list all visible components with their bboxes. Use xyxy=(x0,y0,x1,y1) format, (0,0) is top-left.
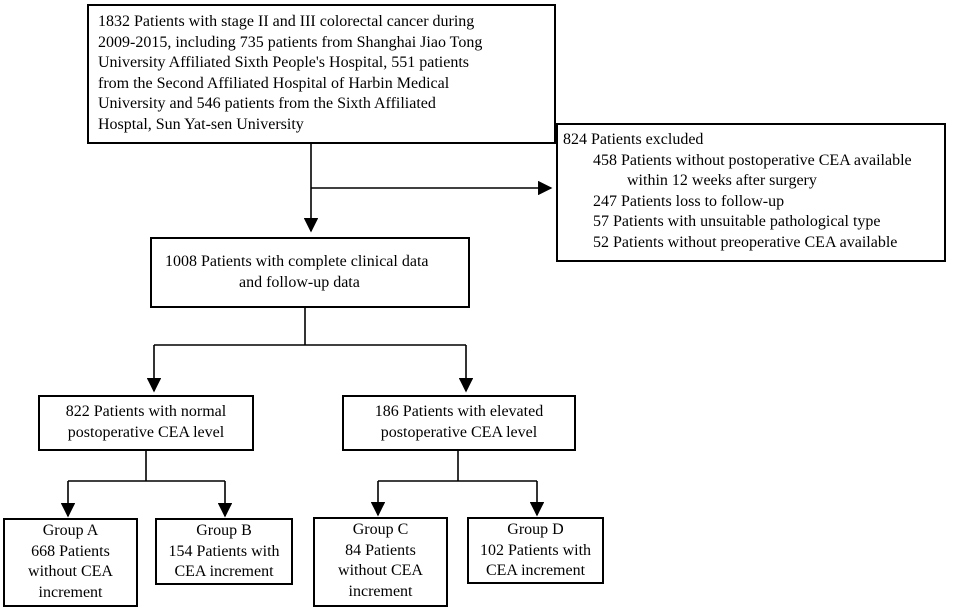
group-d-box xyxy=(467,517,604,584)
group-b-line: Group B xyxy=(196,522,252,539)
excluded-title: 824 Patients excluded xyxy=(563,131,704,148)
elevated-cea-text: 186 Patients with elevated postoperative… xyxy=(342,402,576,443)
complete-line: and follow-up data xyxy=(239,273,360,291)
source-line: University and 546 patients from the Six… xyxy=(98,95,436,112)
group-a-line: 668 Patients xyxy=(31,542,110,560)
group-a-text: Group A 668 Patients without CEA increme… xyxy=(3,521,138,603)
group-d-line: Group D xyxy=(507,521,564,538)
source-cohort-box xyxy=(87,4,556,144)
group-a-line: increment xyxy=(38,583,103,601)
group-d-line: 102 Patients with xyxy=(479,541,592,559)
excluded-item: within 12 weeks after surgery xyxy=(627,172,817,189)
group-b-text: Group B 154 Patients with CEA increment xyxy=(155,521,293,583)
group-b-line: CEA increment xyxy=(174,563,274,580)
normal-line: 822 Patients with normal xyxy=(65,403,227,420)
group-c-line: 84 Patients xyxy=(345,541,416,559)
group-c-box xyxy=(313,517,448,607)
elevated-line: postoperative CEA level xyxy=(380,423,538,441)
elevated-line: 186 Patients with elevated xyxy=(374,403,544,420)
group-c-line: Group C xyxy=(352,521,409,538)
group-c-text: Group C 84 Patients without CEA incremen… xyxy=(313,520,448,602)
excluded-item: 52 Patients without preoperative CEA ava… xyxy=(593,233,898,251)
group-d-line: CEA increment xyxy=(485,562,586,579)
normal-line: postoperative CEA level xyxy=(67,423,225,441)
excluded-box xyxy=(556,123,946,262)
source-line: from the Second Affiliated Hospital of H… xyxy=(98,74,450,92)
group-a-line: Group A xyxy=(42,522,99,539)
source-line: University Affiliated Sixth People's Hos… xyxy=(98,54,469,71)
complete-data-text: 1008 Patients with complete clinical dat… xyxy=(150,252,470,293)
excluded-item: 247 Patients loss to follow-up xyxy=(593,192,785,210)
source-line: 1832 Patients with stage II and III colo… xyxy=(98,13,475,30)
source-line: Hosptal, Sun Yat-sen University xyxy=(98,115,304,133)
excluded-text: 824 Patients excluded 458 Patients witho… xyxy=(563,130,912,253)
source-line: 2009-2015, including 735 patients from S… xyxy=(98,33,483,51)
complete-data-box xyxy=(150,237,470,308)
complete-line: 1008 Patients with complete clinical dat… xyxy=(165,253,429,270)
group-c-line: without CEA xyxy=(338,562,423,579)
group-a-box xyxy=(3,518,138,607)
group-a-line: without CEA xyxy=(28,563,113,580)
group-b-line: 154 Patients with xyxy=(168,542,280,560)
group-b-box xyxy=(155,518,293,585)
normal-cea-text: 822 Patients with normal postoperative C… xyxy=(38,402,254,443)
group-c-line: increment xyxy=(348,582,413,600)
excluded-item: 458 Patients without postoperative CEA a… xyxy=(593,151,912,169)
normal-cea-box xyxy=(38,395,254,451)
source-cohort-text: 1832 Patients with stage II and III colo… xyxy=(98,12,482,135)
group-d-text: Group D 102 Patients with CEA increment xyxy=(467,520,604,582)
excluded-item: 57 Patients with unsuitable pathological… xyxy=(593,213,881,230)
elevated-cea-box xyxy=(342,395,576,451)
